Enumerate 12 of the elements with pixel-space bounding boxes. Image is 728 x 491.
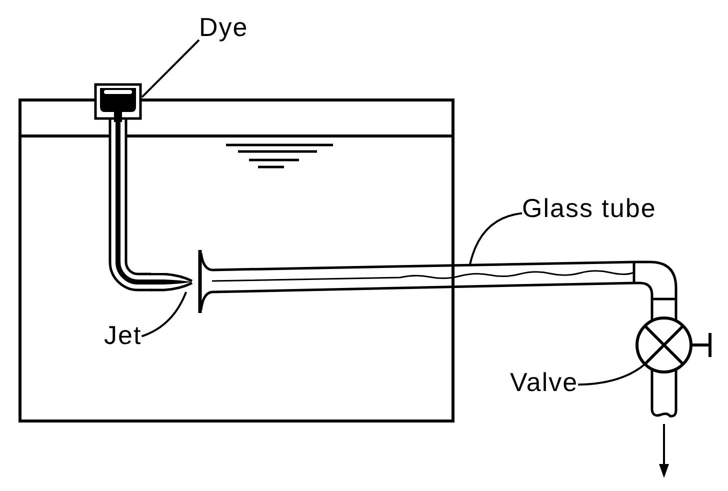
part-label: Valve [510, 369, 578, 395]
dye-reservoir [94, 83, 142, 122]
leader-line [578, 363, 646, 386]
leader-line [468, 212, 522, 266]
glass-tube [210, 260, 636, 294]
leader-line [141, 39, 200, 98]
valve-symbol [634, 315, 714, 375]
jet-nozzle [150, 273, 194, 292]
part-label: Dye [199, 14, 248, 40]
part-label: Glass tube [522, 195, 656, 221]
leader-line [141, 292, 187, 338]
part-label: Jet [104, 322, 142, 348]
